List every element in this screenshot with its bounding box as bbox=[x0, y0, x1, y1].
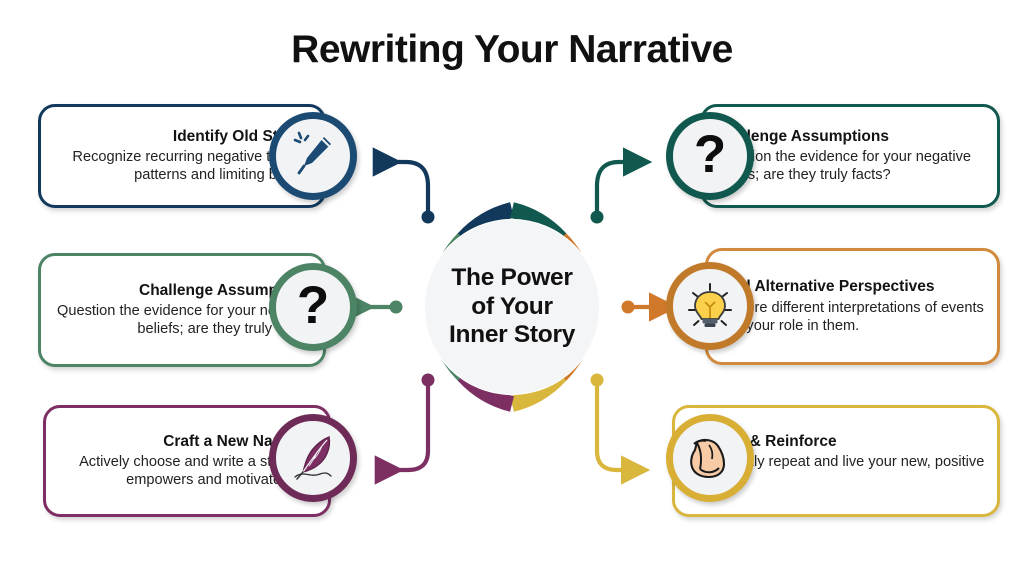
card-body: Craft a New Narrative Actively choose an… bbox=[46, 429, 328, 494]
center-hub: The Power of Your Inner Story bbox=[406, 201, 618, 413]
question-mark-icon: ? bbox=[666, 112, 754, 200]
card-description: Actively choose and write a story that e… bbox=[79, 454, 320, 489]
card-title: Find Alternative Perspectives bbox=[718, 278, 935, 296]
card-body: Find Alternative Perspectives Explore di… bbox=[708, 274, 997, 339]
connector-to-challenge-assumptions-left bbox=[345, 292, 403, 322]
hub-inner-disc: The Power of Your Inner Story bbox=[424, 219, 600, 395]
card-challenge-assumptions-right[interactable]: Challenge Assumptions Question the evide… bbox=[700, 104, 1000, 208]
question-mark-glyph: ? bbox=[296, 275, 330, 335]
connector-to-find-alternative-perspectives bbox=[621, 292, 679, 322]
card-description: Question the evidence for your negative … bbox=[713, 149, 971, 184]
pen-icon bbox=[269, 112, 357, 200]
card-title: Challenge Assumptions bbox=[713, 127, 889, 145]
feather-quill-icon bbox=[269, 414, 357, 502]
card-description: Explore different interpretations of eve… bbox=[718, 299, 984, 334]
question-mark-glyph: ? bbox=[693, 124, 727, 184]
question-mark-icon: ? bbox=[269, 263, 357, 351]
hub-label-line-2: of Your bbox=[471, 292, 553, 320]
card-find-alternative-perspectives[interactable]: Find Alternative Perspectives Explore di… bbox=[705, 248, 1000, 365]
page-title: Rewriting Your Narrative bbox=[291, 28, 733, 71]
lightbulb-icon bbox=[666, 262, 754, 350]
hub-label-line-1: The Power bbox=[451, 263, 573, 291]
card-description: Question the evidence for your negative … bbox=[57, 303, 315, 338]
card-description: Recognize recurring negative thought pat… bbox=[72, 149, 315, 184]
hub-label: The Power of Your Inner Story bbox=[449, 264, 575, 351]
card-body: Challenge Assumptions Question the evide… bbox=[703, 124, 997, 189]
hub-label-line-3: Inner Story bbox=[448, 321, 576, 349]
flexed-bicep-icon bbox=[666, 414, 754, 502]
